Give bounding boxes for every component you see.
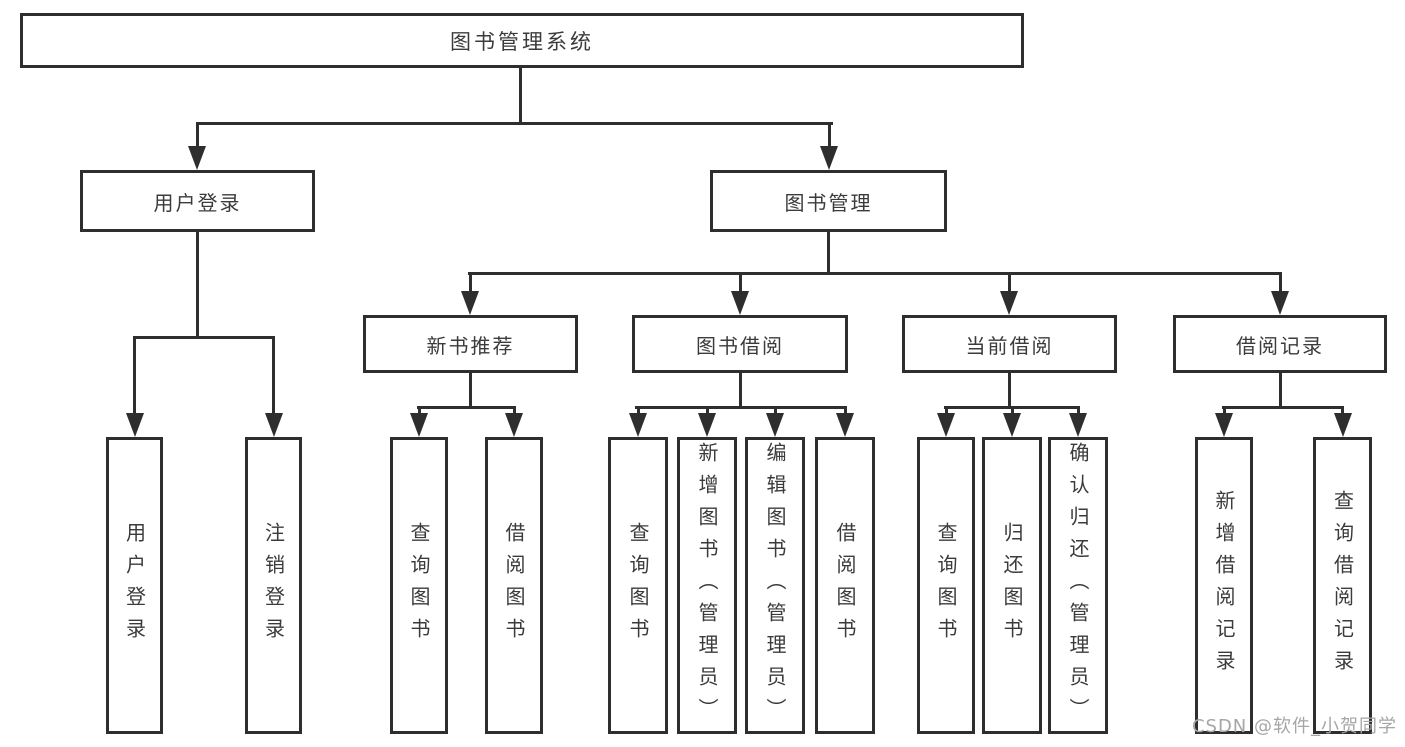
node-label: 新书推荐 <box>426 333 515 358</box>
connector-line <box>196 232 199 336</box>
node-label: 当前借阅 <box>965 333 1054 358</box>
node-user-login: 用户登录 <box>80 170 315 232</box>
node-leaf-edit-books-admin: 编辑图书（管理员） <box>745 437 805 734</box>
connector-line <box>418 406 421 416</box>
node-borrowing-records: 借阅记录 <box>1173 315 1387 373</box>
node-label: 编辑图书（管理员） <box>763 441 787 730</box>
node-label: 查询图书 <box>934 521 958 650</box>
connector-line <box>196 122 833 125</box>
connector-line <box>739 373 742 406</box>
node-label: 查询图书 <box>407 521 431 650</box>
node-label: 归还图书 <box>1000 521 1024 650</box>
connector-line <box>519 67 522 123</box>
node-leaf-search-books-recommend: 查询图书 <box>390 437 448 734</box>
connector-line <box>1279 373 1282 406</box>
connector-line <box>196 122 199 150</box>
connector-line <box>945 406 948 416</box>
arrow-down-icon <box>461 291 479 315</box>
arrow-down-icon <box>410 413 428 437</box>
connector-line <box>706 406 709 416</box>
connector-line <box>635 406 845 409</box>
node-leaf-search-books-current: 查询图书 <box>917 437 975 734</box>
node-book-borrowing: 图书借阅 <box>632 315 848 373</box>
node-library-management-system: 图书管理系统 <box>20 13 1024 68</box>
node-label: 新增图书（管理员） <box>695 441 719 730</box>
arrow-down-icon <box>188 146 206 170</box>
arrow-down-icon <box>1271 291 1289 315</box>
arrow-down-icon <box>1003 413 1021 437</box>
connector-line <box>1011 406 1014 416</box>
csdn-watermark: CSDN @软件_小贺同学 <box>1191 716 1397 737</box>
connector-line <box>844 406 847 416</box>
node-leaf-search-borrow-record: 查询借阅记录 <box>1313 437 1372 734</box>
arrow-down-icon <box>629 413 647 437</box>
arrow-down-icon <box>937 413 955 437</box>
node-label: 图书管理系统 <box>450 29 594 54</box>
node-leaf-search-books-borrowing: 查询图书 <box>608 437 668 734</box>
arrow-down-icon <box>1069 413 1087 437</box>
node-leaf-borrow-books-recommend: 借阅图书 <box>485 437 543 734</box>
node-leaf-user-login: 用户登录 <box>106 437 163 734</box>
node-label: 图书管理 <box>784 190 873 215</box>
connector-line <box>827 232 830 272</box>
connector-line <box>1341 406 1344 416</box>
node-label: 新增借阅记录 <box>1212 489 1236 682</box>
node-leaf-borrow-books: 借阅图书 <box>815 437 875 734</box>
node-leaf-logout: 注销登录 <box>245 437 302 734</box>
node-leaf-add-books-admin: 新增图书（管理员） <box>677 437 737 734</box>
connector-line <box>417 406 515 409</box>
connector-line <box>272 336 275 416</box>
connector-line <box>1077 406 1080 416</box>
connector-line <box>469 272 472 295</box>
connector-line <box>133 336 136 416</box>
arrow-down-icon <box>265 413 283 437</box>
node-label: 注销登录 <box>261 521 286 650</box>
node-label: 借阅图书 <box>502 521 526 650</box>
connector-line <box>1222 406 1343 409</box>
connector-line <box>1279 272 1282 295</box>
connector-line <box>1008 272 1011 295</box>
arrow-down-icon <box>505 413 523 437</box>
connector-line <box>739 272 742 295</box>
arrow-down-icon <box>820 146 838 170</box>
node-current-borrowing: 当前借阅 <box>902 315 1117 373</box>
arrow-down-icon <box>698 413 716 437</box>
arrow-down-icon <box>836 413 854 437</box>
node-label: 查询图书 <box>626 521 650 650</box>
node-label: 查询借阅记录 <box>1330 489 1355 682</box>
node-label: 借阅图书 <box>833 521 857 650</box>
node-label: 确认归还（管理员） <box>1066 441 1090 730</box>
connector-line <box>513 406 516 416</box>
connector-line <box>1223 406 1226 416</box>
node-label: 用户登录 <box>153 190 242 215</box>
connector-line <box>1008 373 1011 406</box>
node-label: 图书借阅 <box>696 333 784 358</box>
arrow-down-icon <box>1215 413 1233 437</box>
connector-line <box>774 406 777 416</box>
node-leaf-add-borrow-record: 新增借阅记录 <box>1195 437 1253 734</box>
arrow-down-icon <box>126 413 144 437</box>
connector-line <box>637 406 640 416</box>
arrow-down-icon <box>1334 413 1352 437</box>
connector-line <box>828 122 831 150</box>
node-label: 借阅记录 <box>1236 333 1324 358</box>
node-new-book-recommendation: 新书推荐 <box>363 315 578 373</box>
arrow-down-icon <box>731 291 749 315</box>
connector-line <box>133 336 275 339</box>
node-book-management: 图书管理 <box>710 170 947 232</box>
connector-line <box>468 272 1281 275</box>
arrow-down-icon <box>1000 291 1018 315</box>
node-leaf-return-books: 归还图书 <box>982 437 1042 734</box>
arrow-down-icon <box>766 413 784 437</box>
connector-line <box>469 373 472 406</box>
node-leaf-confirm-return-admin: 确认归还（管理员） <box>1048 437 1108 734</box>
node-label: 用户登录 <box>122 521 147 650</box>
